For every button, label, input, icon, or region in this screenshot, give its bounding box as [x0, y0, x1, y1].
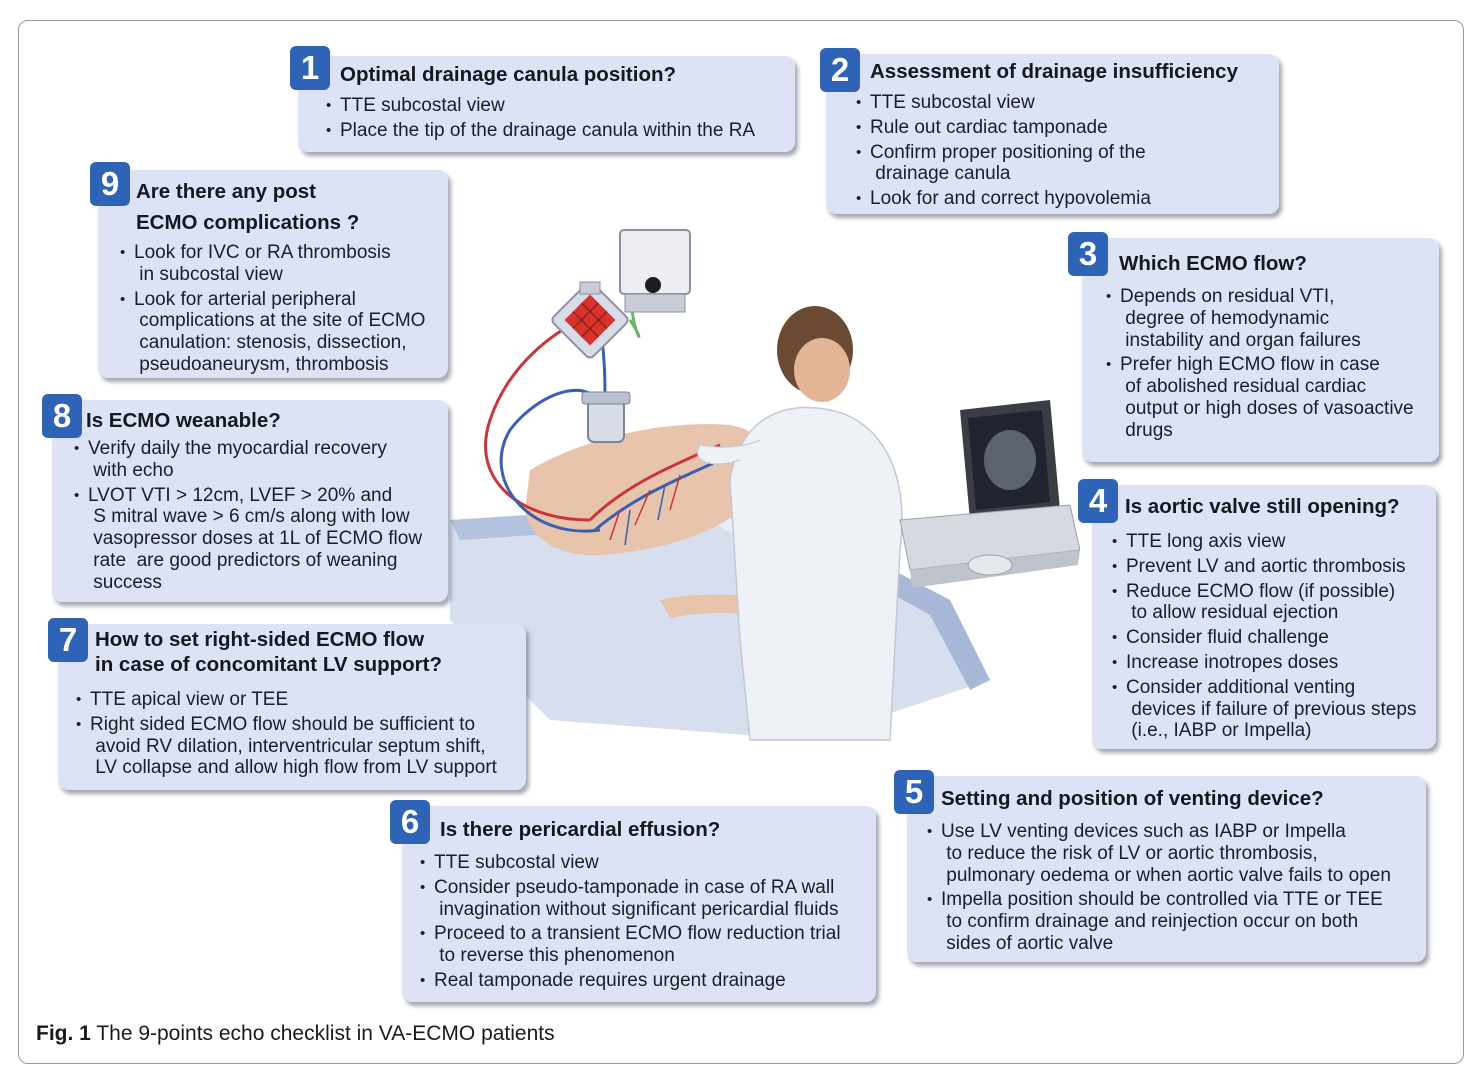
step-7-title: How to set right-sided ECMO flow in case… [95, 628, 443, 676]
step-4-item: TTE long axis view [1112, 531, 1416, 553]
step-8-box: 8 Is ECMO weanable? Verify daily the myo… [42, 394, 448, 602]
step-6-item: Proceed to a transient ECMO flow reducti… [420, 923, 841, 967]
step-4-item: Consider fluid challenge [1112, 627, 1416, 649]
step-9-item: Look for arterial peripheral complicatio… [120, 289, 425, 376]
step-6-item: Real tamponade requires urgent drainage [420, 970, 841, 992]
step-3-box: 3 Which ECMO flow? Depends on residual V… [1068, 232, 1439, 462]
step-2-list: TTE subcostal view Rule out cardiac tamp… [856, 92, 1151, 213]
step-2-box: 2 Assessment of drainage insufficiency T… [820, 48, 1279, 214]
step-7-item: TTE apical view or TEE [76, 689, 497, 711]
step-3-item: Prefer high ECMO flow in case of abolish… [1106, 354, 1414, 441]
step-6-list: TTE subcostal view Consider pseudo-tampo… [420, 852, 841, 995]
step-4-item: Increase inotropes doses [1112, 652, 1416, 674]
step-4-badge: 4 [1078, 479, 1118, 523]
step-8-item: LVOT VTI > 12cm, LVEF > 20% and S mitral… [74, 485, 422, 594]
figure-caption-label: Fig. 1 [36, 1022, 91, 1045]
step-3-item: Depends on residual VTI, degree of hemod… [1106, 286, 1414, 351]
step-9-title: Are there any post ECMO complications ? [136, 180, 360, 234]
step-1-item: TTE subcostal view [326, 95, 755, 117]
step-5-item: Use LV venting devices such as IABP or I… [927, 821, 1391, 886]
step-1-title: Optimal drainage canula position? [340, 63, 677, 86]
step-4-item: Reduce ECMO flow (if possible) to allow … [1112, 581, 1416, 625]
step-2-title: Assessment of drainage insufficiency [870, 60, 1238, 83]
step-1-item: Place the tip of the drainage canula wit… [326, 120, 755, 142]
step-2-item: Rule out cardiac tamponade [856, 117, 1151, 139]
ecmo-echo-illustration [450, 229, 1080, 741]
step-1-list: TTE subcostal view Place the tip of the … [326, 95, 755, 145]
step-1-badge: 1 [290, 46, 330, 90]
step-8-item: Verify daily the myocardial recovery wit… [74, 438, 422, 482]
step-7-item: Right sided ECMO flow should be sufficie… [76, 714, 497, 779]
step-5-list: Use LV venting devices such as IABP or I… [927, 821, 1391, 958]
step-2-item: Confirm proper positioning of the draina… [856, 142, 1151, 186]
step-5-box: 5 Setting and position of venting device… [894, 770, 1426, 962]
step-6-box: 6 Is there pericardial effusion? TTE sub… [390, 800, 876, 1002]
step-2-item: TTE subcostal view [856, 92, 1151, 114]
step-4-item: Prevent LV and aortic thrombosis [1112, 556, 1416, 578]
step-5-item: Impella position should be controlled vi… [927, 889, 1391, 954]
step-2-badge: 2 [820, 48, 860, 92]
step-4-box: 4 Is aortic valve still opening? TTE lon… [1078, 479, 1436, 749]
step-7-list: TTE apical view or TEE Right sided ECMO … [76, 689, 497, 782]
step-4-item: Consider additional venting devices if f… [1112, 677, 1416, 742]
step-5-badge: 5 [894, 770, 934, 814]
step-6-badge: 6 [390, 800, 430, 844]
step-3-badge: 3 [1068, 232, 1108, 276]
step-2-item: Look for and correct hypovolemia [856, 188, 1151, 210]
step-8-list: Verify daily the myocardial recovery wit… [74, 438, 422, 597]
step-4-list: TTE long axis view Prevent LV and aortic… [1112, 531, 1416, 745]
step-3-title: Which ECMO flow? [1119, 252, 1307, 275]
step-9-box: 9 Are there any post ECMO complications … [90, 162, 448, 379]
step-9-badge: 9 [90, 162, 130, 206]
figure-caption-text: The 9-points echo checklist in VA-ECMO p… [96, 1022, 555, 1045]
step-8-badge: 8 [42, 394, 82, 438]
figure-caption: Fig. 1 The 9-points echo checklist in VA… [36, 1022, 555, 1046]
step-6-item: TTE subcostal view [420, 852, 841, 874]
step-6-title: Is there pericardial effusion? [440, 818, 721, 841]
step-4-title: Is aortic valve still opening? [1125, 495, 1400, 518]
step-1-box: 1 Optimal drainage canula position? TTE … [290, 46, 795, 152]
step-7-badge: 7 [48, 618, 88, 662]
step-8-title: Is ECMO weanable? [86, 409, 281, 432]
step-9-list: Look for IVC or RA thrombosis in subcost… [120, 242, 425, 379]
step-3-list: Depends on residual VTI, degree of hemod… [1106, 286, 1414, 445]
step-9-item: Look for IVC or RA thrombosis in subcost… [120, 242, 425, 286]
step-5-title: Setting and position of venting device? [941, 787, 1324, 810]
step-6-item: Consider pseudo-tamponade in case of RA … [420, 877, 841, 921]
step-7-box: 7 How to set right-sided ECMO flow in ca… [48, 618, 526, 790]
